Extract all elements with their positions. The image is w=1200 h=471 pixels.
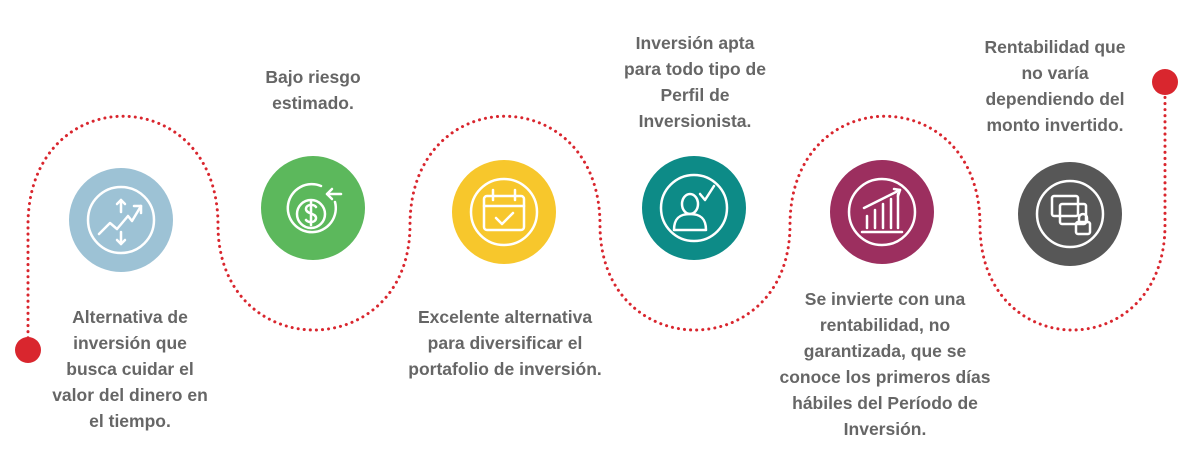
step-3-label: Excelente alternativa para diversificar … xyxy=(408,307,602,379)
step-1-circle xyxy=(69,168,173,272)
user-check-icon xyxy=(659,173,729,243)
dollar-return-icon xyxy=(286,182,343,234)
locked-documents-icon xyxy=(1035,179,1105,249)
step-6-label: Rentabilidad que no varía dependiendo de… xyxy=(984,37,1126,135)
step-5-circle xyxy=(830,160,934,264)
step-4-circle xyxy=(642,156,746,260)
step-3-circle xyxy=(452,160,556,264)
step-4-label: Inversión apta para todo tipo de Perfil … xyxy=(624,33,766,131)
calendar-check-icon xyxy=(469,177,539,247)
end-point xyxy=(1152,69,1178,95)
step-6-circle xyxy=(1018,162,1122,266)
trend-up-down-icon xyxy=(86,185,156,255)
step-2-label: Bajo riesgo estimado. xyxy=(265,67,361,113)
start-point xyxy=(15,337,41,363)
bar-chart-growth-icon xyxy=(847,177,917,247)
step-5-label: Se invierte con una rentabilidad, no gar… xyxy=(779,289,991,439)
step-1-label: Alternativa de inversión que busca cuida… xyxy=(52,307,208,431)
dotted-wave-path xyxy=(26,80,1167,352)
step-2-circle xyxy=(261,156,365,260)
